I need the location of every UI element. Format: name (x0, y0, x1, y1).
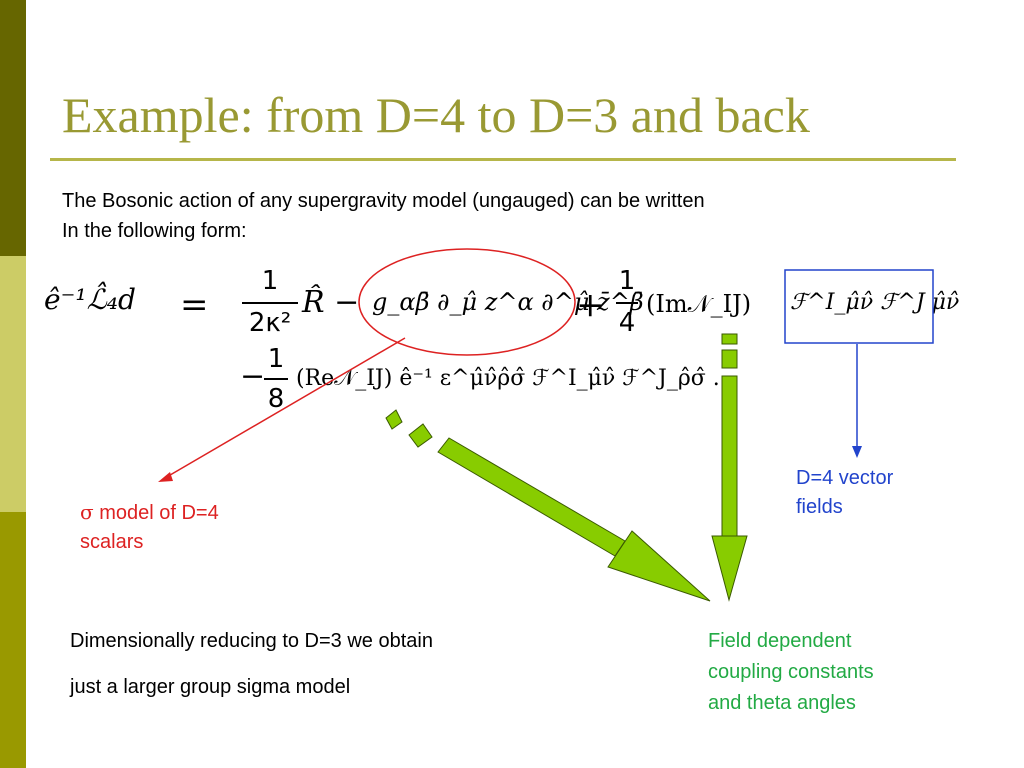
frac2-denominator: 4 (618, 308, 636, 338)
intro-text: The Bosonic action of any supergravity m… (62, 186, 705, 246)
reduction-line-1: Dimensionally reducing to D=3 we obtain (70, 630, 433, 652)
reduction-text: Dimensionally reducing to D=3 we obtain … (70, 618, 433, 710)
coupling-label-line-3: and theta angles (708, 692, 856, 714)
equation-equals: = (180, 285, 209, 325)
frac2-bar (616, 302, 638, 304)
vector-term-box (784, 269, 934, 344)
coupling-constants-label: Field dependent coupling constants and t… (708, 626, 874, 719)
coupling-label-line-1: Field dependent (708, 630, 852, 652)
frac3-denominator: 8 (267, 384, 285, 414)
sigma-model-label: σ model of D=4 scalars (80, 498, 219, 557)
intro-line-1: The Bosonic action of any supergravity m… (62, 190, 705, 212)
title-underline (50, 158, 956, 161)
intro-line-2: In the following form: (62, 220, 247, 242)
slide-title: Example: from D=4 to D=3 and back (62, 87, 810, 143)
coupling-arrow-diagonal (385, 409, 711, 602)
equation-sigma-term: g_αβ̄ ∂_μ̂ z^α ∂^μ̂ z̄^β̄ (372, 288, 644, 316)
sigma-term-circle (358, 248, 576, 356)
vector-label-line-1: D=4 vector (796, 467, 894, 489)
frac3-bar (264, 378, 288, 380)
sigma-label-line-2: scalars (80, 531, 144, 553)
equation-re-term: (Re𝒩_IJ) ê⁻¹ ε^μ̂ν̂ρ̂σ̂ ℱ^I_μ̂ν̂ ℱ^J_ρ̂σ… (296, 366, 720, 391)
sidebar-stripe-light (0, 256, 26, 512)
equation-r-term: R̂ − (302, 285, 360, 320)
equation-vector-term: ℱ^I_μ̂ν̂ ℱ^J μ̂ν̂ (790, 290, 960, 315)
frac1-numerator: 1 (261, 266, 279, 296)
equation-lhs: ê⁻¹ℒ̂₄d (44, 283, 136, 316)
sigma-symbol: σ (80, 500, 94, 524)
frac3-numerator: 1 (267, 344, 285, 374)
frac1-bar (242, 302, 298, 304)
equation-minus: − (240, 359, 266, 394)
coupling-arrow-vertical (711, 333, 748, 602)
vector-fields-label: D=4 vector fields (796, 464, 893, 522)
sidebar-stripe-dark (0, 0, 26, 256)
equation-im-term: (Im𝒩_IJ) (646, 290, 752, 318)
vector-label-line-2: fields (796, 496, 843, 518)
equation-plus: + (576, 285, 605, 325)
coupling-label-line-2: coupling constants (708, 661, 874, 683)
frac1-denominator: 2κ² (248, 308, 292, 338)
sidebar-stripe-mid (0, 512, 26, 768)
sigma-label-text: model of D=4 (93, 502, 219, 524)
reduction-line-2: just a larger group sigma model (70, 676, 351, 698)
sigma-pointer-arrowhead (158, 472, 173, 482)
vector-pointer-arrowhead (852, 446, 862, 458)
sigma-label-line-1: σ model of D=4 (80, 498, 219, 528)
sigma-pointer-arrow-line (164, 337, 406, 479)
frac2-numerator: 1 (618, 266, 636, 296)
